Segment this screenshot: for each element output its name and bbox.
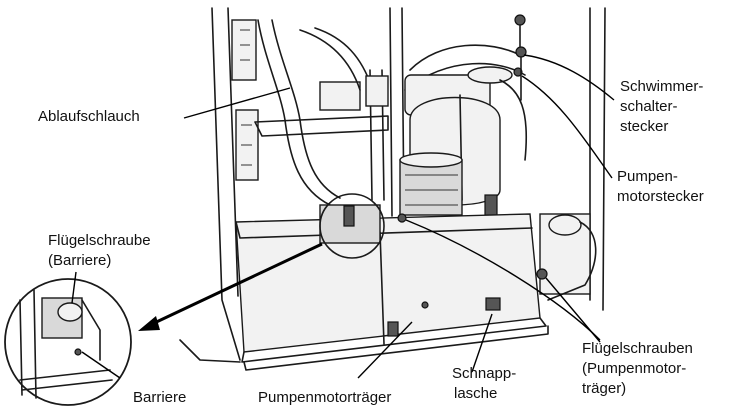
label-pumpenmotorstecker-line1: Pumpen- [617,168,678,185]
label-fluegelschrauben-pm-line1: Flügelschrauben [582,340,693,357]
label-schwimmerschalter-line3: stecker [620,118,669,135]
plug-body [467,66,513,84]
label-schwimmerschalter-line2: schalter- [620,98,678,115]
drain-hose-horizontal [254,115,389,137]
cabinet-left-wall [211,7,241,361]
leader-schwimmer [523,54,615,101]
label-schwimmerschalter-line1: Schwimmer- [620,78,704,95]
left-panel-slot-1 [231,19,257,81]
magnifier-circle-small [319,193,385,259]
leader-pumpen [521,75,613,179]
label-schnapplasche-line1: Schnapp- [452,365,517,382]
leader-ablaufschlauch [183,87,291,119]
cabinet-right-wall [602,7,606,311]
center-wing-screw [397,213,407,223]
hose-clip-block [319,81,361,111]
label-schnapplasche-line2: lasche [454,385,498,402]
label-ablaufschlauch: Ablaufschlauch [38,108,140,125]
label-fluegelschrauben-pm-line3: träger) [582,380,627,397]
leader-barriere [81,351,121,379]
label-pumpenmotortraeger: Pumpenmotorträger [258,389,392,406]
base-rail [179,339,241,363]
wire-bundle-1 [409,44,521,71]
tube-connector [365,75,389,107]
detail-wing-screw [57,302,83,322]
cabinet-left-wall-inner [227,7,239,297]
label-fluegelschraube-barriere-line1: Flügelschraube [48,232,151,249]
leader-fluegel-pm-2 [545,277,601,343]
drain-hose [257,19,331,206]
label-pumpenmotorstecker-line2: motorstecker [617,188,704,205]
label-fluegelschraube-barriere-line2: (Barriere) [48,252,112,269]
cabinet-center-divider [389,7,393,217]
label-barriere: Barriere [133,389,187,406]
detail-pointer-line [149,242,323,327]
leader-fluegel-pm-1 [405,219,601,341]
pump-motor [399,159,463,216]
snap-tab [485,297,501,311]
leader-schnapp [471,313,493,373]
leader-pumpenmotortraeger [357,321,413,379]
label-fluegelschrauben-pm-line2: (Pumpenmotor- [582,360,687,377]
pump-bolt [484,194,498,216]
detail-magnifier-circle [4,278,132,406]
bracket-slot [387,321,399,337]
detail-pointer-arrowhead [138,316,160,331]
float-switch-connector [514,14,526,26]
right-wing-screw [536,268,548,280]
leader-fluegel-barriere [71,271,77,304]
